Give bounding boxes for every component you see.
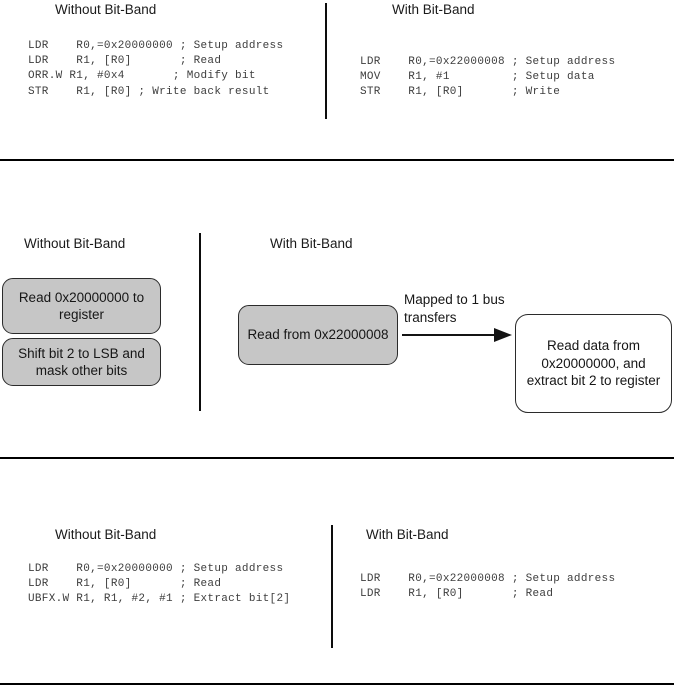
section1-without-bitband-code: LDR R0,=0x20000000 ; Setup address LDR R… [28, 40, 284, 98]
box-shift-and-mask-bits: Shift bit 2 to LSB and mask other bits [2, 338, 161, 386]
section1-vertical-divider [325, 3, 327, 119]
section2-vertical-divider [199, 233, 201, 411]
box-read-address-to-register: Read 0x20000000 to register [2, 278, 161, 334]
box-read-data-and-extract-bit: Read data from 0x20000000, and extract b… [515, 314, 672, 413]
section3-with-bitband-heading: With Bit-Band [366, 527, 449, 542]
mapping-arrow-icon [402, 328, 512, 342]
divider-rule-3 [0, 683, 674, 685]
section1-with-bitband-heading: With Bit-Band [392, 2, 475, 17]
section3-vertical-divider [331, 525, 333, 648]
divider-rule-1 [0, 159, 674, 161]
section1-with-bitband-code: LDR R0,=0x22000008 ; Setup address MOV R… [360, 56, 616, 99]
section3-without-bitband-code: LDR R0,=0x20000000 ; Setup address LDR R… [28, 563, 291, 606]
section3-with-bitband-code: LDR R0,=0x22000008 ; Setup address LDR R… [360, 573, 616, 601]
box-read-from-bitband-alias: Read from 0x22000008 [238, 305, 398, 365]
section2-with-bitband-heading: With Bit-Band [270, 236, 353, 251]
section1-without-bitband-heading: Without Bit-Band [55, 2, 157, 17]
arrow-label-mapped-to-one-bus-transfer: Mapped to 1 bus transfers [404, 292, 505, 325]
divider-rule-2 [0, 457, 674, 459]
section2-without-bitband-heading: Without Bit-Band [24, 236, 126, 251]
section3-without-bitband-heading: Without Bit-Band [55, 527, 157, 542]
